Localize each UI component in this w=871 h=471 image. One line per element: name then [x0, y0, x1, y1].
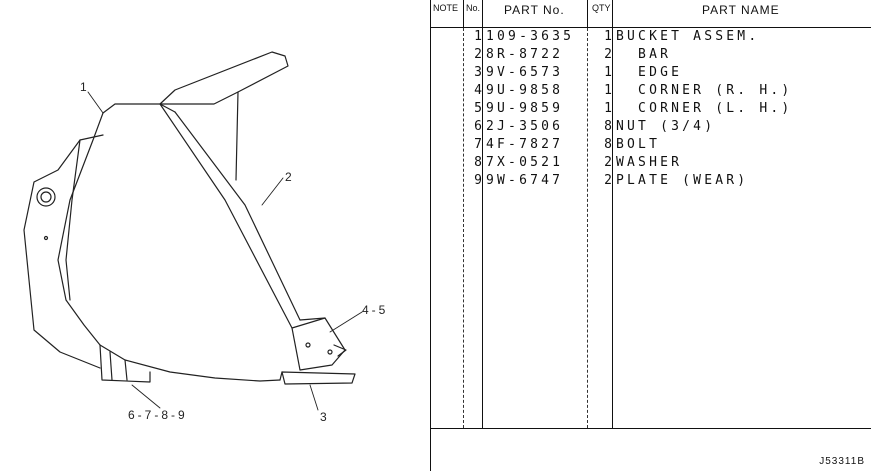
row-qty: 1: [604, 65, 612, 80]
row-number: 7: [474, 137, 482, 152]
col-divider-part: [587, 0, 588, 28]
parts-table: NOTE No. PART No. QTY PART NAME 1 109-36…: [430, 0, 871, 471]
row-number: 6: [474, 119, 482, 134]
col-dash-note: [463, 28, 464, 428]
drawing-code: J53311B: [819, 456, 865, 467]
callout-6-7-8-9: 6-7-8-9: [128, 408, 188, 422]
row-part-no: 4F-7827: [486, 137, 564, 152]
table-row: 5 9U-9859 1 CORNER (L. H.): [430, 100, 871, 118]
callout-4-5: 4-5: [362, 303, 389, 317]
col-divider-no: [482, 0, 483, 428]
row-part-name: PLATE (WEAR): [616, 173, 749, 188]
row-number: 5: [474, 101, 482, 116]
col-dash-part: [587, 28, 588, 428]
table-border-left: [430, 0, 431, 471]
header-note: NOTE: [433, 3, 459, 13]
col-divider-qty: [612, 0, 613, 428]
row-part-name: CORNER (R. H.): [616, 83, 793, 98]
col-divider-note: [463, 0, 464, 28]
header-qty: QTY: [592, 3, 611, 13]
row-part-name: BAR: [616, 47, 672, 62]
row-part-name: BUCKET ASSEM.: [616, 29, 760, 44]
callout-2: 2: [285, 170, 295, 184]
row-qty: 8: [604, 137, 612, 152]
row-number: 4: [474, 83, 482, 98]
callout-3: 3: [320, 410, 330, 424]
table-row: 2 8R-8722 2 BAR: [430, 46, 871, 64]
bucket-illustration: [23, 51, 363, 411]
table-row: 6 2J-3506 8 NUT (3/4): [430, 118, 871, 136]
header-no: No.: [466, 3, 481, 13]
table-row: 9 9W-6747 2 PLATE (WEAR): [430, 172, 871, 190]
row-number: 1: [474, 29, 482, 44]
row-part-no: 7X-0521: [486, 155, 564, 170]
row-qty: 1: [604, 29, 612, 44]
header-part-no: PART No.: [504, 3, 565, 17]
table-bottom-rule: [430, 428, 871, 429]
table-row: 4 9U-9858 1 CORNER (R. H.): [430, 82, 871, 100]
row-qty: 1: [604, 101, 612, 116]
row-qty: 2: [604, 47, 612, 62]
row-qty: 2: [604, 155, 612, 170]
row-qty: 2: [604, 173, 612, 188]
row-part-no: 2J-3506: [486, 119, 564, 134]
header-bottom-rule: [430, 27, 871, 28]
table-row: 3 9V-6573 1 EDGE: [430, 64, 871, 82]
row-part-name: BOLT: [616, 137, 661, 152]
row-part-name: NUT (3/4): [616, 119, 716, 134]
row-qty: 8: [604, 119, 612, 134]
row-number: 8: [474, 155, 482, 170]
table-row: 8 7X-0521 2 WASHER: [430, 154, 871, 172]
row-part-no: 9V-6573: [486, 65, 564, 80]
bucket-drawing: 1 2 4-5 3 6-7-8-9: [0, 0, 430, 471]
row-part-name: CORNER (L. H.): [616, 101, 793, 116]
row-part-no: 9U-9858: [486, 83, 564, 98]
row-part-no: 9W-6747: [486, 173, 564, 188]
row-part-name: EDGE: [616, 65, 683, 80]
row-part-no: 8R-8722: [486, 47, 564, 62]
row-qty: 1: [604, 83, 612, 98]
row-part-name: WASHER: [616, 155, 683, 170]
row-number: 2: [474, 47, 482, 62]
header-part-name: PART NAME: [702, 3, 780, 17]
row-number: 3: [474, 65, 482, 80]
row-number: 9: [474, 173, 482, 188]
table-row: 7 4F-7827 8 BOLT: [430, 136, 871, 154]
row-part-no: 9U-9859: [486, 101, 564, 116]
callout-1: 1: [80, 80, 90, 94]
table-row: 1 109-3635 1 BUCKET ASSEM.: [430, 28, 871, 46]
row-part-no: 109-3635: [486, 29, 575, 44]
